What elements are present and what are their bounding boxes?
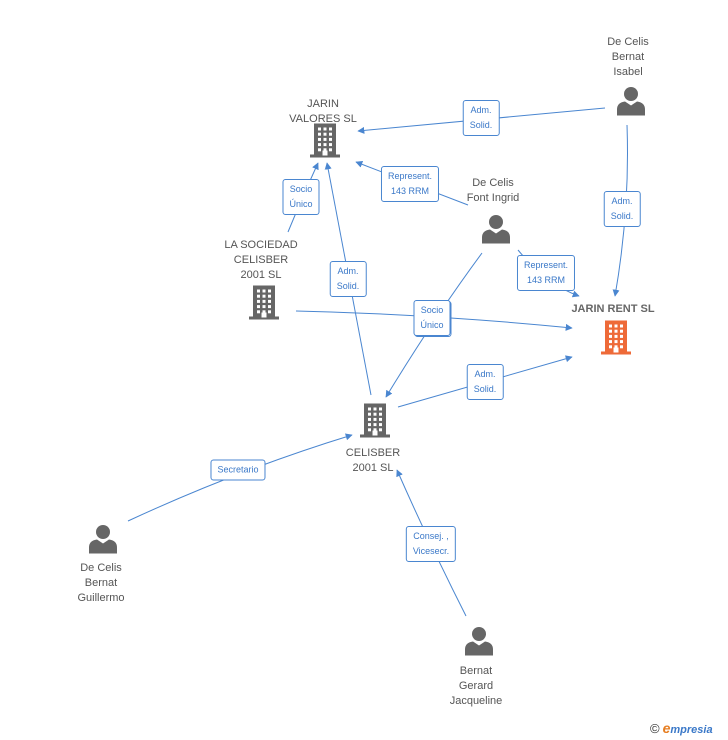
edge-label[interactable]: Adm. Solid. [329, 261, 367, 297]
edge-label[interactable]: Socio Único [282, 179, 320, 215]
building-icon-sociedad-celisber[interactable] [247, 285, 281, 326]
edge-label[interactable]: Socio Único [413, 300, 451, 336]
node-label-sociedad-celisber[interactable]: LA SOCIEDAD CELISBER 2001 SL [224, 239, 298, 281]
person-icon-guillermo[interactable] [88, 524, 118, 559]
building-icon-jarin-valores[interactable] [308, 123, 342, 164]
node-label-jarin-rent[interactable]: JARIN RENT SL [571, 303, 655, 315]
node-label-isabel[interactable]: De Celis Bernat Isabel [607, 36, 649, 78]
node-label-ingrid[interactable]: De Celis Font Ingrid [466, 177, 520, 204]
node-label-celisber[interactable]: CELISBER 2001 SL [345, 447, 401, 474]
footer: © empresia [650, 720, 713, 736]
edge-label[interactable]: Consej. , Vicesecr. [405, 526, 457, 562]
node-label-guillermo[interactable]: De Celis Bernat Guillermo [77, 562, 125, 604]
edge-label[interactable]: Adm. Solid. [603, 191, 641, 227]
edge-label[interactable]: Adm. Solid. [462, 100, 500, 136]
copyright-symbol: © [650, 720, 660, 736]
person-icon-isabel[interactable] [616, 86, 646, 121]
person-icon-ingrid[interactable] [481, 214, 511, 249]
node-label-jarin-valores[interactable]: JARIN VALORES SL [289, 98, 357, 125]
brand-logo[interactable]: empresia [662, 720, 713, 736]
person-icon-jacqueline[interactable] [464, 626, 494, 661]
edge-label[interactable]: Represent. 143 RRM [380, 166, 440, 202]
edge-label[interactable]: Adm. Solid. [466, 364, 504, 400]
edge-label[interactable]: Secretario [210, 459, 266, 481]
node-label-jacqueline[interactable]: Bernat Gerard Jacqueline [449, 665, 503, 707]
building-icon-jarin-rent[interactable] [599, 320, 633, 361]
edge-label[interactable]: Represent. 143 RRM [516, 255, 576, 291]
building-icon-celisber[interactable] [358, 403, 392, 444]
